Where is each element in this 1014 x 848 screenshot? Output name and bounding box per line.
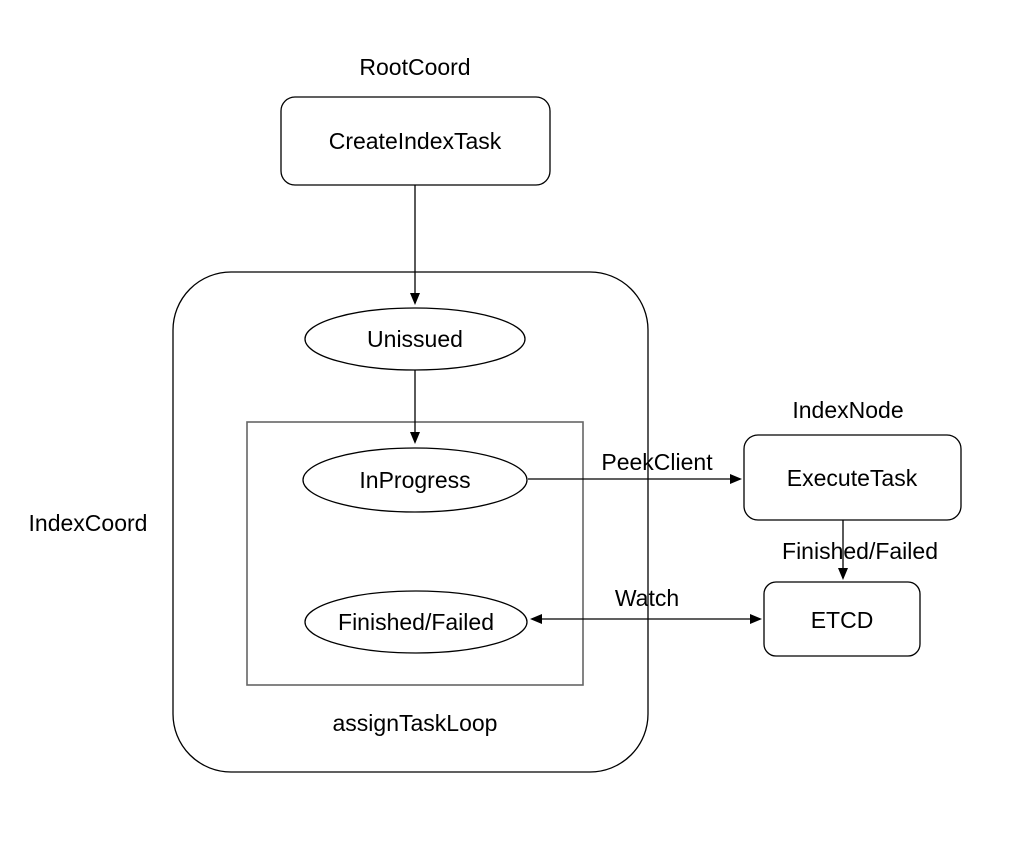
group-label-root-coord: RootCoord <box>359 54 470 80</box>
node-execute-task-label: ExecuteTask <box>787 465 918 491</box>
node-etcd-label: ETCD <box>811 607 874 633</box>
node-in-progress-label: InProgress <box>359 467 470 493</box>
edge-label-finished-failed: Finished/Failed <box>782 538 938 564</box>
group-label-index-node: IndexNode <box>792 397 903 423</box>
node-etcd <box>763 581 921 657</box>
group-label-assign-task-loop: assignTaskLoop <box>333 710 498 736</box>
index-coord-container <box>172 271 649 773</box>
node-create-index-task <box>280 96 551 186</box>
node-finished-failed-label: Finished/Failed <box>338 609 494 635</box>
edge-label-watch: Watch <box>615 585 679 611</box>
edge-label-peek-client: PeekClient <box>601 449 713 475</box>
node-in-progress <box>302 447 528 513</box>
group-label-index-coord: IndexCoord <box>29 510 148 536</box>
node-unissued-label: Unissued <box>367 326 463 352</box>
node-unissued <box>304 307 526 371</box>
node-finished-failed <box>304 590 528 654</box>
node-execute-task <box>743 434 962 521</box>
node-create-index-task-label: CreateIndexTask <box>329 128 502 154</box>
